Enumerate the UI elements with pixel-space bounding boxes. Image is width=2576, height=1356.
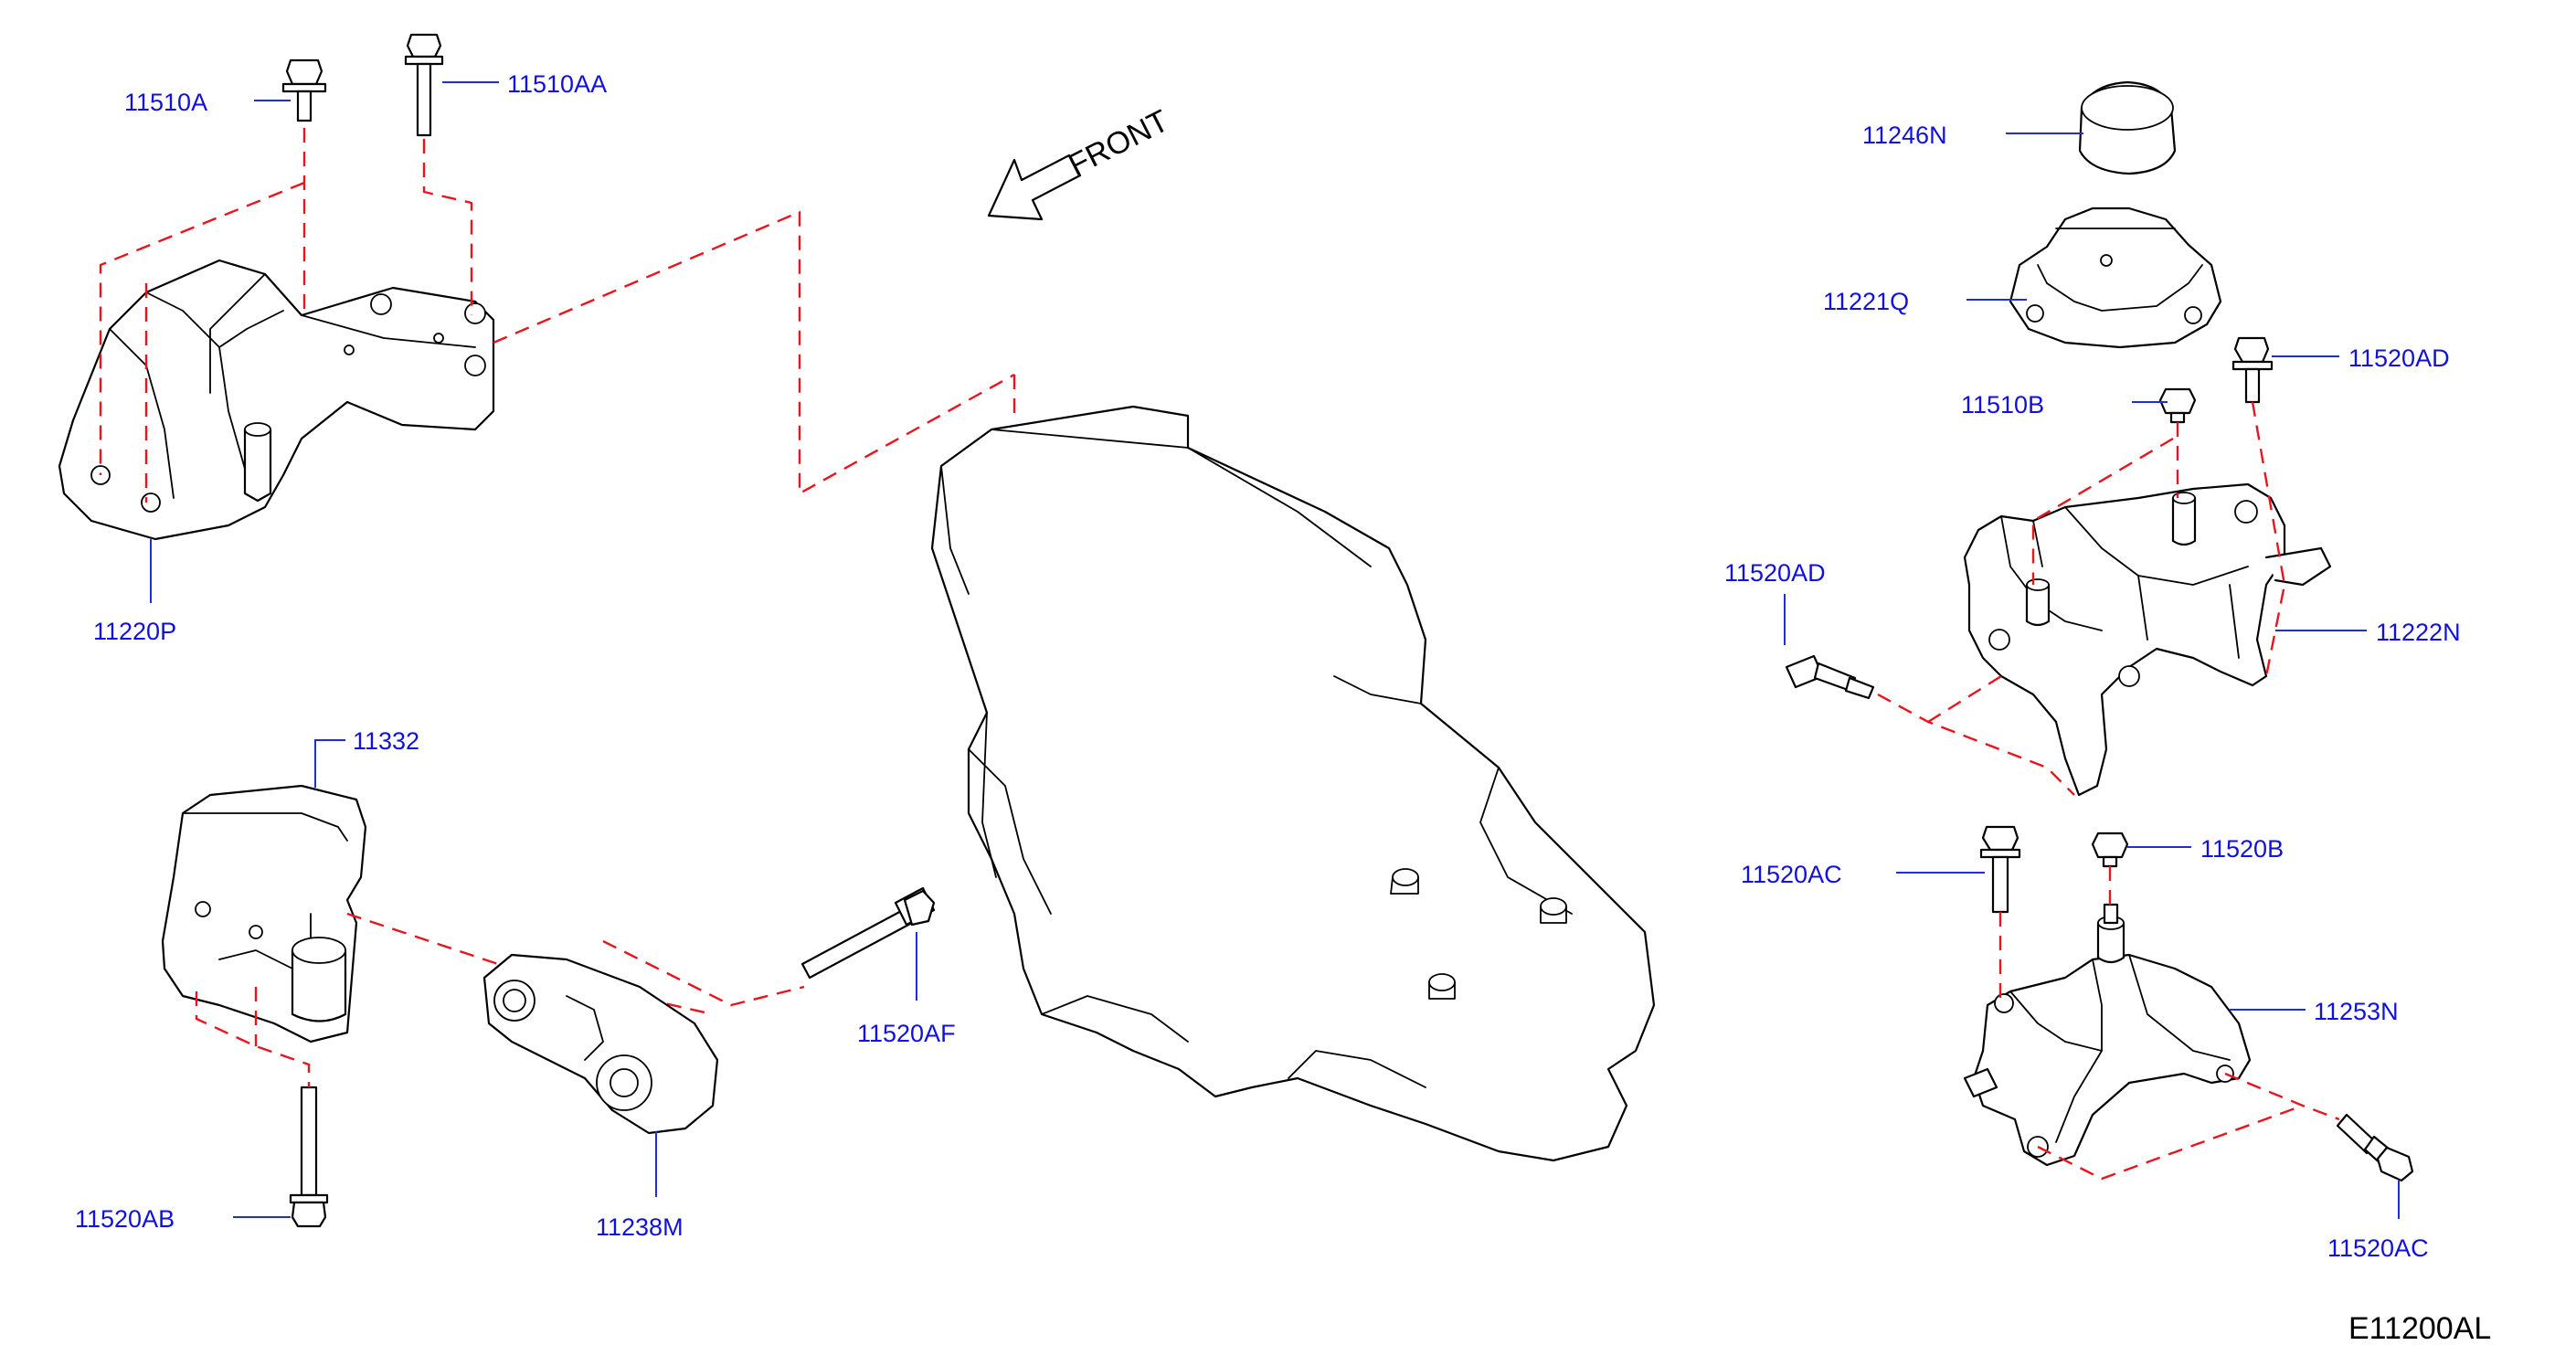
bolt-11520AB — [289, 1086, 329, 1228]
callout-11520AC-left: 11520AC — [1741, 861, 1842, 888]
nut-11520B — [2091, 832, 2129, 868]
leader-lines — [150, 81, 2400, 1219]
callout-11332: 11332 — [353, 727, 419, 755]
bolt-11520AC-left — [1979, 825, 2021, 914]
bolt-11510AA — [404, 33, 444, 137]
engine-mount-bracket-11220P — [58, 259, 495, 541]
bolt-11520AD-left — [1785, 654, 1875, 700]
callout-11520AD-top: 11520AD — [2348, 344, 2450, 372]
callout-11221Q: 11221Q — [1823, 288, 1909, 315]
callout-11510AA: 11510AA — [507, 70, 607, 98]
insulator-11221Q — [2009, 207, 2222, 349]
callout-11520AB: 11520AB — [75, 1205, 175, 1233]
callout-11238M: 11238M — [596, 1213, 684, 1241]
callout-11510B: 11510B — [1961, 391, 2044, 418]
engine-mount-bracket-11332 — [161, 784, 367, 1043]
dashed-assembly-lines-right-bottom — [1998, 866, 2340, 1181]
callout-11520AF: 11520AF — [857, 1020, 956, 1047]
engine-block-outline — [930, 405, 1656, 1162]
callout-11520AC-bottom: 11520AC — [2327, 1234, 2429, 1262]
front-label: FRONT — [1063, 103, 1174, 183]
engine-mount-bracket-11253N — [1963, 903, 2252, 1167]
dashed-assembly-lines-right-top — [1877, 401, 2286, 796]
nut-11510B — [2158, 387, 2197, 424]
callout-11520AD-left: 11520AD — [1724, 559, 1826, 587]
diagram-code: E11200AL — [2348, 1311, 2491, 1346]
callout-11253N: 11253N — [2314, 998, 2399, 1025]
bolt-11520AC-bottom — [2336, 1113, 2414, 1182]
callout-11520B: 11520B — [2200, 835, 2284, 863]
rubber-cap-11246N — [2078, 80, 2177, 175]
callout-11510A: 11510A — [124, 89, 207, 116]
callout-11246N: 11246N — [1862, 122, 1947, 149]
front-direction-arrow: FRONT — [987, 103, 1174, 221]
bolt-11510A — [281, 58, 327, 122]
bolt-11520AF — [800, 886, 936, 980]
bolt-11520AD-top — [2231, 336, 2274, 404]
dashed-assembly-lines-topleft — [99, 128, 1016, 503]
callout-11220P: 11220P — [93, 618, 176, 645]
torque-rod-11238M — [482, 953, 719, 1135]
callout-labels: 11510A 11510AA 11220P 11332 11520AB 1123… — [75, 70, 2461, 1262]
callout-11222N: 11222N — [2376, 619, 2461, 646]
